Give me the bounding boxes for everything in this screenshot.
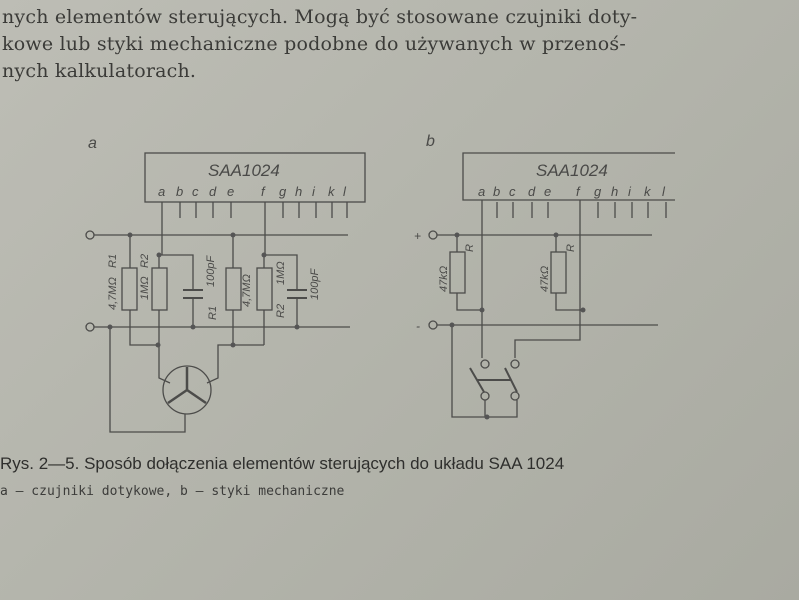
body-text-line: nych kalkulatorach.	[2, 60, 197, 82]
plus-sign: +	[414, 229, 421, 243]
resistor-r1	[121, 267, 138, 311]
capacitor-c2	[287, 289, 307, 299]
wires-b	[456, 200, 583, 358]
pin-label-e: e	[544, 184, 551, 199]
pin-label-g: g	[594, 184, 602, 199]
resistor-r-right	[550, 251, 567, 294]
body-text-line: kowe lub styki mechaniczne podobne do uż…	[2, 33, 626, 55]
r2b-label: R2	[275, 304, 287, 318]
pin-label-a: a	[158, 184, 165, 199]
pin-label-i: i	[628, 184, 632, 199]
touch-sensor-segments	[167, 367, 207, 405]
pin-label-f: f	[261, 184, 266, 199]
switch-contact	[480, 391, 490, 401]
pin-label-l: l	[662, 184, 666, 199]
r-left-label: R	[464, 244, 476, 252]
r1b-label: R1	[207, 306, 219, 320]
pin-label-h: h	[295, 184, 302, 199]
chip-a	[144, 152, 366, 203]
r2b-value: 1MΩ	[275, 261, 287, 285]
chip-a-name: SAA1024	[208, 161, 280, 180]
wires-a-left	[129, 202, 194, 384]
plus-terminal-a	[85, 230, 95, 240]
resistor-r-left	[449, 251, 466, 294]
r2-value: 1MΩ	[139, 276, 151, 300]
figure-caption-title: Rys. 2—5. Sposób dołączenia elementów st…	[0, 454, 565, 473]
pin-label-l: l	[343, 184, 347, 199]
pin-label-a: a	[478, 184, 485, 199]
body-text-line: nych elementów sterujących. Mogą być sto…	[2, 6, 638, 28]
panel-a-label: a	[88, 135, 97, 152]
pin-label-g: g	[279, 184, 287, 199]
pin-label-k: k	[328, 184, 336, 199]
r1-label: R1	[107, 254, 119, 268]
pin-label-d: d	[209, 184, 217, 199]
r-left-value: 47kΩ	[438, 266, 450, 292]
pin-label-b: b	[176, 184, 183, 199]
resistor-r1b	[225, 267, 242, 311]
pin-label-e: e	[227, 184, 234, 199]
resistor-r2b	[256, 267, 273, 311]
chip-b-name: SAA1024	[536, 161, 608, 180]
r2-label: R2	[139, 254, 151, 268]
plus-terminal-b	[428, 230, 438, 240]
capacitor-c1	[183, 289, 203, 299]
chip-b	[462, 152, 675, 201]
wire-a-ground	[109, 327, 186, 433]
panel-b-label: b	[426, 133, 435, 150]
r1b-value: 4,7MΩ	[241, 274, 253, 307]
resistor-r2	[151, 267, 168, 311]
figure-caption-legend: a — czujniki dotykowe, b — styki mechani…	[0, 484, 345, 499]
r1-value: 4,7MΩ	[107, 277, 119, 310]
minus-terminal-b	[428, 320, 438, 330]
r-right-label: R	[565, 244, 577, 252]
minus-sign: -	[416, 319, 420, 333]
switch-contact	[480, 359, 490, 369]
pin-label-c: c	[509, 184, 516, 199]
pin-label-k: k	[644, 184, 652, 199]
pin-label-f: f	[576, 184, 581, 199]
switch-contact	[510, 391, 520, 401]
switch-contact	[510, 359, 520, 369]
pin-label-b: b	[493, 184, 500, 199]
c2-value: 100pF	[309, 268, 321, 300]
mechanical-switch	[469, 367, 518, 393]
touch-sensor	[162, 365, 212, 415]
r-right-value: 47kΩ	[539, 266, 551, 292]
pin-label-c: c	[192, 184, 199, 199]
pin-label-d: d	[528, 184, 536, 199]
pin-label-i: i	[312, 184, 316, 199]
pin-label-h: h	[611, 184, 618, 199]
minus-terminal-a	[85, 322, 95, 332]
c1-value: 100pF	[205, 255, 217, 287]
